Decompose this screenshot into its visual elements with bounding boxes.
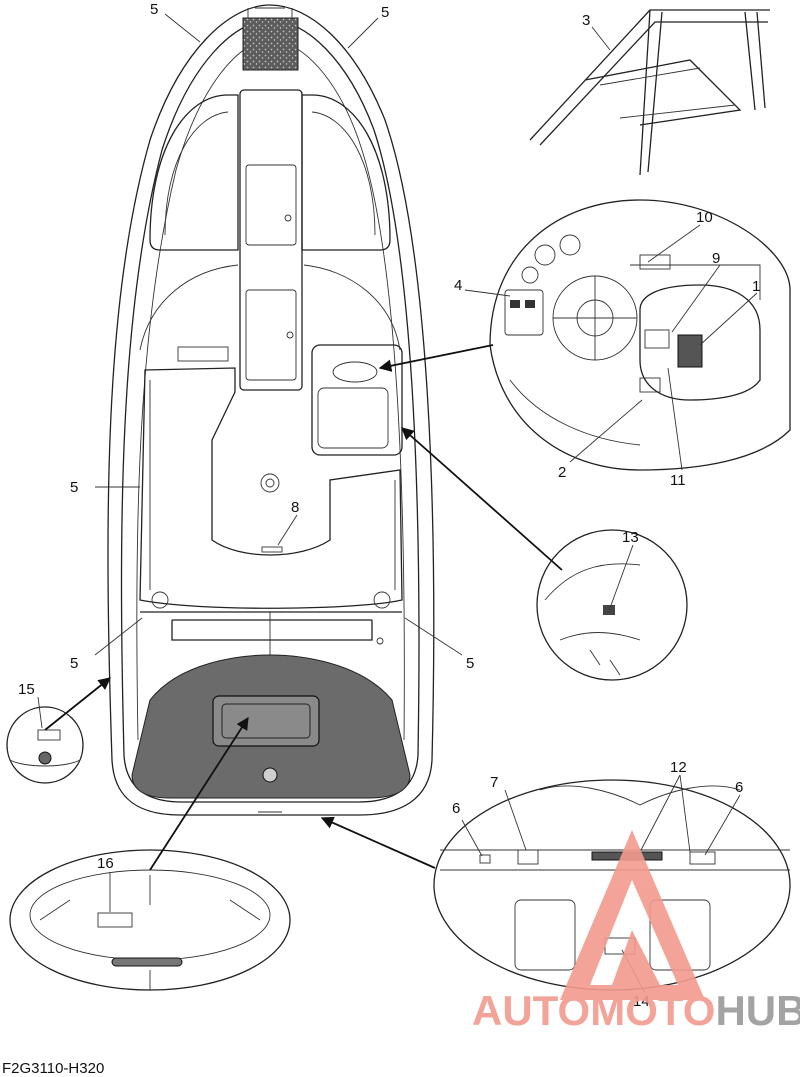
- rear-hatch-detail-view: [9, 849, 291, 991]
- callout-15: 15: [18, 681, 35, 698]
- watermark-triangle-icon: [560, 830, 705, 1000]
- callout-11: 11: [670, 472, 686, 489]
- watermark-logo: AUTOMOTOHUB: [472, 830, 800, 1034]
- pointer-arrows: [44, 344, 563, 871]
- callout-1: 1: [752, 278, 760, 295]
- callout-6-left: 6: [452, 800, 460, 817]
- callout-9: 9: [712, 250, 720, 267]
- leader-lines: [37, 13, 758, 994]
- side-storage-detail-view: [536, 529, 688, 681]
- hull-side-detail-view: [6, 706, 84, 784]
- callout-3: 3: [582, 12, 590, 29]
- callout-numbers: 5 5 3 10 9 4 1 2 11 5 8 13 5 5 15 7 12 6…: [18, 1, 760, 1010]
- watermark-text-red: AUTOMOTO: [472, 987, 715, 1034]
- dashboard-detail-view: [489, 199, 791, 471]
- tower-frame-view: [529, 9, 770, 176]
- callout-7: 7: [490, 774, 498, 791]
- callout-16: 16: [97, 855, 114, 872]
- callout-13: 13: [622, 529, 639, 546]
- callout-12: 12: [670, 759, 687, 776]
- callout-5-aft-right: 5: [466, 655, 474, 672]
- callout-5-side-left: 5: [70, 479, 78, 496]
- svg-text:AUTOMOTOHUB: AUTOMOTOHUB: [472, 987, 800, 1034]
- callout-4: 4: [454, 277, 462, 294]
- callout-5-bow-left: 5: [150, 1, 158, 18]
- boat-top-view: [107, 4, 435, 816]
- watermark-text-gray: HUB: [715, 987, 800, 1034]
- callout-2: 2: [558, 464, 566, 481]
- callout-10: 10: [696, 209, 713, 226]
- callout-6-right: 6: [735, 779, 743, 796]
- callout-5-aft-left: 5: [70, 655, 78, 672]
- callout-5-bow-right: 5: [381, 4, 389, 21]
- callout-8: 8: [291, 499, 299, 516]
- drawing-code: F2G3110-H320: [2, 1060, 104, 1077]
